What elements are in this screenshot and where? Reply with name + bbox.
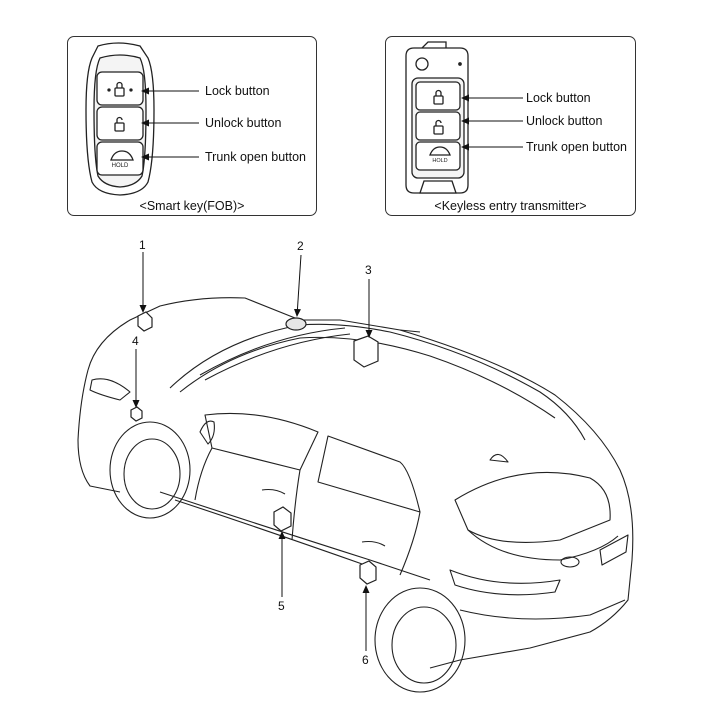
component-5-marker <box>273 506 292 532</box>
callout-3: 3 <box>365 263 372 277</box>
fob-unlock-label: Unlock button <box>205 116 282 130</box>
tx-trunk-label: Trunk open button <box>526 140 627 154</box>
tx-lock-label: Lock button <box>526 91 591 105</box>
component-1-marker <box>137 311 153 332</box>
component-3-marker <box>353 335 379 368</box>
tx-trunk-button <box>415 141 461 171</box>
tx-hold-text: HOLD <box>432 158 447 164</box>
component-2-marker <box>285 317 307 331</box>
keyless-transmitter-caption: <Keyless entry transmitter> <box>434 199 587 213</box>
tx-unlock-label: Unlock button <box>526 114 603 128</box>
fob-trunk-label: Trunk open button <box>205 150 306 164</box>
callout-2-arrow <box>293 254 302 317</box>
fob-hold-text: HOLD <box>112 163 129 169</box>
car-illustration <box>77 297 634 693</box>
callout-5: 5 <box>278 599 285 613</box>
callout-2: 2 <box>297 239 304 253</box>
fob-lock-label: Lock button <box>205 84 270 98</box>
smart-key-caption: <Smart key(FOB)> <box>139 199 245 213</box>
keyless-transmitter-illustration <box>405 41 469 194</box>
smart-key-fob-illustration <box>85 42 155 196</box>
callout-4: 4 <box>132 334 139 348</box>
component-6-marker <box>359 560 377 585</box>
callout-6: 6 <box>362 653 369 667</box>
callout-1: 1 <box>139 238 146 252</box>
component-4-marker <box>130 406 143 422</box>
